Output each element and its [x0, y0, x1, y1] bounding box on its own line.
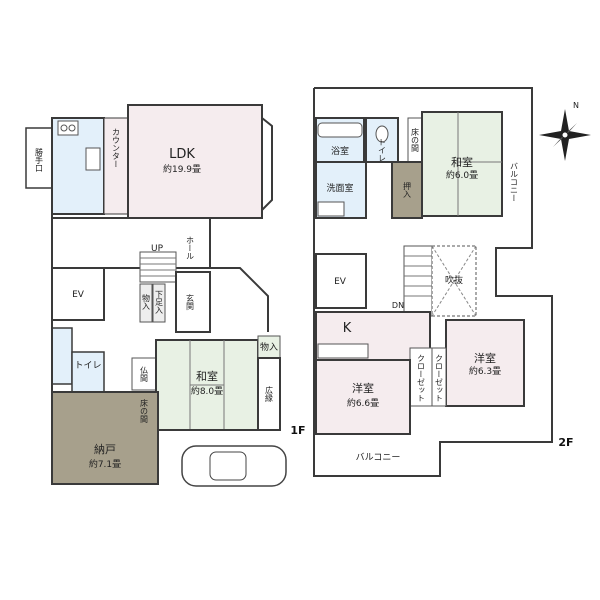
- counter-area: [103, 117, 129, 215]
- washitsu-6: [421, 111, 503, 217]
- washitsu-6-size: 約6.0畳: [446, 169, 478, 181]
- yoshitsu-63: [445, 319, 525, 407]
- compass-icon: [539, 109, 591, 161]
- entrance-label: 玄関: [186, 293, 195, 311]
- toilet-1f-label: トイレ: [74, 361, 101, 371]
- balcony-outline: [313, 87, 553, 477]
- wash-area-1f: [51, 327, 73, 385]
- entrance-area: [175, 271, 211, 333]
- fukinuke-label: 吹抜: [445, 274, 463, 286]
- nando-size: 約7.1畳: [89, 458, 121, 470]
- floor-1-plan: [25, 104, 287, 487]
- katteguchi-label: 勝手口: [35, 147, 44, 172]
- balcony-right-label: バルコニー: [510, 162, 519, 202]
- yoshitsu-66: [315, 359, 411, 435]
- floor-1-label: 1F: [290, 424, 305, 437]
- butsuma-label: 仏間: [140, 366, 149, 383]
- hiroen-label: 広縁: [265, 385, 274, 402]
- storage-small-label: 物入: [142, 293, 151, 310]
- bath-label: 浴室: [331, 145, 349, 157]
- tokonoma-2f-label: 床の間: [411, 127, 420, 153]
- toilet-room-1f: [71, 351, 105, 393]
- kitchen-2f-label: K: [343, 321, 352, 336]
- washitsu-6-label: 和室: [451, 155, 473, 169]
- stairs-2f: [403, 245, 433, 317]
- stove-icon: [57, 120, 79, 136]
- ev-1f-label: EV: [72, 290, 85, 300]
- nando-label: 納戸: [94, 443, 116, 456]
- ldk-room: [127, 104, 263, 219]
- yoshitsu-63-label: 洋室: [474, 351, 496, 365]
- nando-room: [51, 391, 159, 485]
- washroom-label: 洗面室: [326, 182, 353, 194]
- compass-north-label: N: [573, 101, 579, 110]
- sink-icon: [85, 147, 101, 171]
- yoshitsu-63-size: 約6.3畳: [469, 365, 501, 377]
- shoe-box-label: 下足入: [155, 290, 164, 314]
- oshiire-area: [391, 161, 423, 219]
- ev-2f: [315, 253, 367, 309]
- ev-2f-label: EV: [334, 277, 347, 287]
- floor-2-label: 2F: [558, 436, 573, 449]
- hall-label: ホール: [186, 236, 195, 260]
- counter-label: カウンター: [112, 128, 121, 168]
- balcony-bottom-label: バルコニー: [356, 452, 401, 463]
- oshiire-label: 押入: [403, 181, 412, 198]
- toilet-2f-label: トイレ: [378, 138, 387, 162]
- yoshitsu-66-label: 洋室: [352, 381, 374, 395]
- closet-2-label: クローゼット: [435, 354, 444, 402]
- ldk-size: 約19.9畳: [163, 163, 201, 175]
- closet-2: [431, 347, 447, 407]
- katteguchi-area: [25, 127, 53, 189]
- car-outline: [181, 445, 287, 487]
- floor-2-plan: [313, 87, 553, 477]
- closet-1-label: クローゼット: [417, 354, 426, 402]
- storage-tatami-label: 物入: [260, 341, 278, 353]
- shoe-box: [152, 283, 166, 323]
- yoshitsu-66-size: 約6.6畳: [347, 397, 379, 409]
- washitsu-8-size: 約8.0畳: [191, 385, 223, 397]
- stairs-1f: [139, 251, 177, 283]
- ldk-label: LDK: [169, 147, 195, 162]
- washitsu-8-label: 和室: [196, 369, 218, 383]
- dn-label: DN: [392, 301, 404, 310]
- storage-small-1f: [139, 283, 153, 323]
- up-label: UP: [151, 244, 164, 254]
- tokonoma-1f-label: 床の間: [140, 398, 149, 424]
- butsuma-area: [131, 357, 157, 391]
